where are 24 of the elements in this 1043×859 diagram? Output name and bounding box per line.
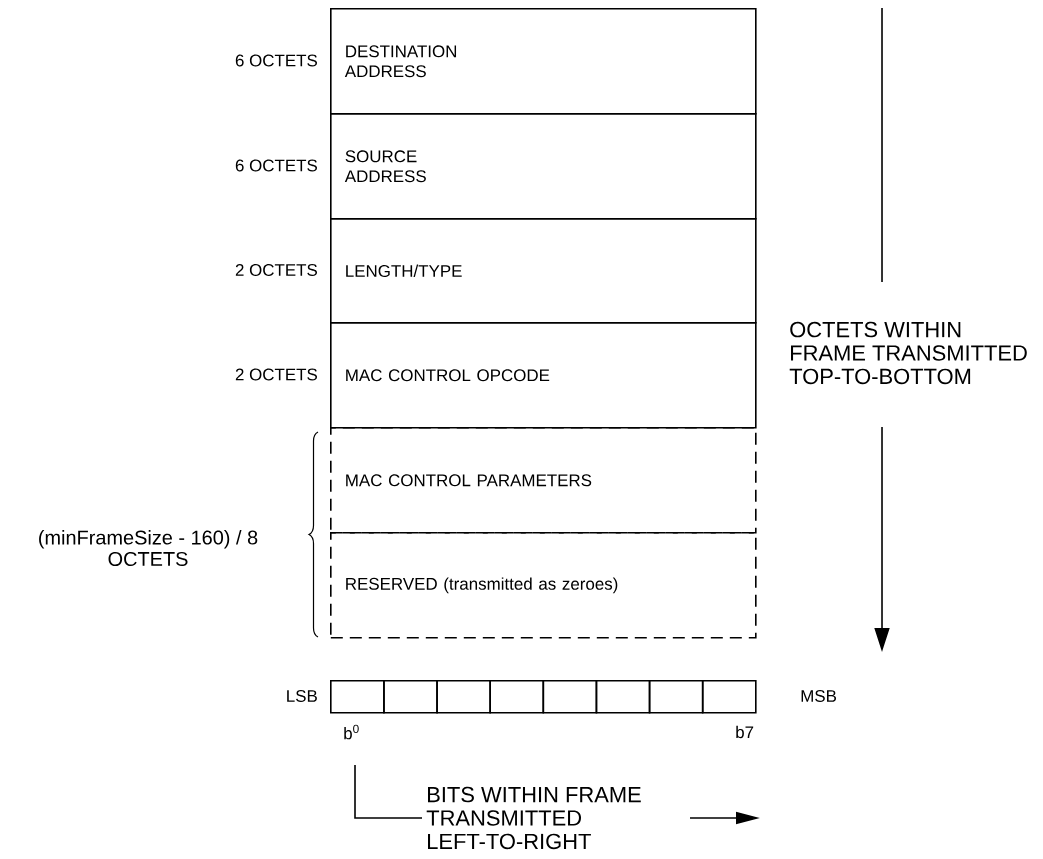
field-size-label: 2 OCTETS xyxy=(235,368,317,381)
field-box: DESTINATION ADDRESS xyxy=(330,8,757,115)
field-box: MAC CONTROL PARAMETERS xyxy=(330,427,757,534)
bit-cell xyxy=(648,680,704,714)
bit-label: MSB xyxy=(801,690,836,702)
bit-cell xyxy=(701,680,757,714)
direction-label: BITS WITHIN FRAME TRANSMITTED LEFT-TO-RIGHT xyxy=(426,786,641,850)
field-size-label: 2 OCTETS xyxy=(235,264,317,276)
bit-cell xyxy=(436,680,491,714)
brace-label: (minFrameSize - 160) / 8 OCTETS xyxy=(39,529,258,566)
field-box: RESERVED (transmitted as zeroes) xyxy=(330,532,757,639)
bit-cell xyxy=(330,680,385,714)
direction-label: OCTETS WITHIN FRAME TRANSMITTED TOP-TO-BOTTOM xyxy=(789,321,1027,385)
field-box: MAC CONTROL OPCODE xyxy=(330,322,757,429)
bit-cell xyxy=(595,680,651,714)
bit-label: b7 xyxy=(736,725,754,739)
field-size-label: 6 OCTETS xyxy=(235,159,317,172)
field-size-label: 6 OCTETS xyxy=(235,54,317,67)
field-box: SOURCE ADDRESS xyxy=(330,113,757,220)
bit-cell xyxy=(383,680,438,714)
bit-cell xyxy=(489,680,545,714)
field-box: LENGTH/TYPE xyxy=(330,218,757,324)
bit-label: b$^{0}$ xyxy=(344,724,359,740)
bit-cell xyxy=(542,680,598,714)
